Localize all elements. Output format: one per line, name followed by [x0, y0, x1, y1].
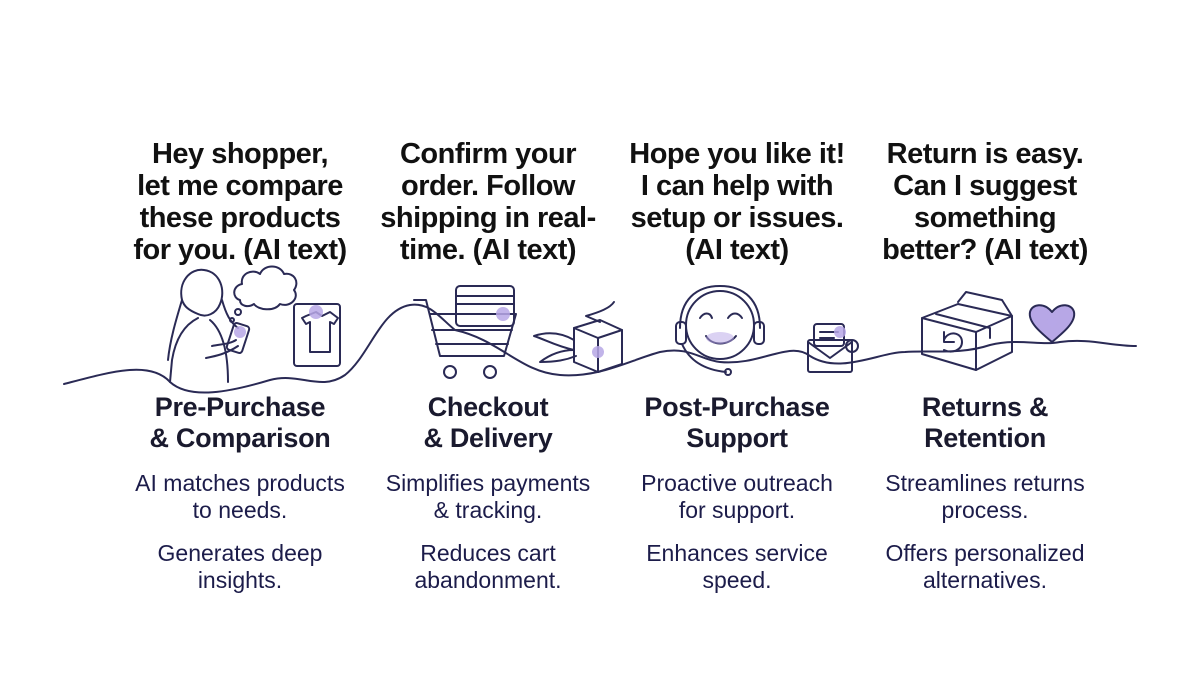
- stage-point-line: Streamlines returns: [885, 470, 1085, 496]
- stage-point: Offers personalized alternatives.: [845, 540, 1125, 594]
- ai-message-line: Hope you like it!: [629, 138, 845, 170]
- stage-point-line: to needs.: [192, 497, 288, 523]
- shirt-frame-icon: [293, 303, 341, 367]
- smiley-headset-icon: [675, 285, 765, 376]
- thought-cloud-icon: [229, 265, 298, 323]
- winged-package-icon: [533, 301, 623, 373]
- ai-message: Return is easy. Can I suggest something …: [845, 138, 1125, 266]
- stage-point-line: Offers personalized: [885, 540, 1085, 566]
- ai-message-line: Return is easy.: [886, 138, 1084, 170]
- stage-title: Post-Purchase Support: [597, 392, 877, 454]
- ai-message-line: Hey shopper,: [151, 138, 329, 170]
- return-box-icon: [921, 291, 1013, 371]
- stage-title: Pre-Purchase & Comparison: [100, 392, 380, 454]
- ai-message: Hey shopper, let me compare these produc…: [100, 138, 380, 266]
- stage-title-line: Post-Purchase: [644, 392, 830, 422]
- ai-message-line: time. (AI text): [399, 234, 577, 266]
- stage-title: Checkout & Delivery: [348, 392, 628, 454]
- ai-message-line: Confirm your: [399, 138, 577, 170]
- ai-message-line: these products: [139, 202, 341, 234]
- stage-point: Proactive outreach for support.: [597, 470, 877, 524]
- stage-title-line: Support: [686, 423, 788, 453]
- ai-message-line: better? (AI text): [882, 234, 1088, 266]
- stage-point-line: abandonment.: [414, 567, 562, 593]
- ai-message-line: Can I suggest: [893, 170, 1077, 202]
- stage-title-line: & Comparison: [149, 423, 331, 453]
- stage-point-line: Enhances service: [646, 540, 828, 566]
- stage-point: Reduces cart abandonment.: [348, 540, 628, 594]
- ai-message-line: order. Follow: [401, 170, 575, 202]
- ai-message-line: for you. (AI text): [133, 234, 347, 266]
- stage-point: Generates deep insights.: [100, 540, 380, 594]
- stage-point-line: for support.: [678, 497, 796, 523]
- journey-line: [63, 303, 1137, 394]
- stage-point-line: Generates deep: [157, 540, 323, 566]
- stage-point-line: speed.: [702, 567, 772, 593]
- stage-point-line: & tracking.: [433, 497, 543, 523]
- ai-message-line: let me compare: [137, 170, 343, 202]
- ai-message: Hope you like it! I can help with setup …: [597, 138, 877, 266]
- stage-point-line: AI matches products: [135, 470, 345, 496]
- shopper-with-phone-icon: [167, 268, 251, 383]
- stage-point-line: Proactive outreach: [641, 470, 833, 496]
- stage-point: Simplifies payments & tracking.: [348, 470, 628, 524]
- stage-point: Enhances service speed.: [597, 540, 877, 594]
- stage-title-line: Pre-Purchase: [154, 392, 326, 422]
- stage-point-line: Reduces cart: [420, 540, 556, 566]
- stage-point-line: process.: [941, 497, 1029, 523]
- stage-title-line: Retention: [924, 423, 1046, 453]
- stage-title-line: Returns &: [921, 392, 1049, 422]
- stage-point-line: Simplifies payments: [385, 470, 591, 496]
- ai-message-line: shipping in real-: [380, 202, 596, 234]
- stage-title-line: Checkout: [427, 392, 549, 422]
- ai-message-line: something: [913, 202, 1057, 234]
- stage-point: Streamlines returns process.: [845, 470, 1125, 524]
- ai-message-line: (AI text): [685, 234, 789, 266]
- stage-title: Returns & Retention: [845, 392, 1125, 454]
- ai-message-line: I can help with: [640, 170, 834, 202]
- stage-title-line: & Delivery: [423, 423, 553, 453]
- stage-point-line: alternatives.: [922, 567, 1047, 593]
- ai-message-line: setup or issues.: [630, 202, 844, 234]
- stage-point: AI matches products to needs.: [100, 470, 380, 524]
- ai-message: Confirm your order. Follow shipping in r…: [348, 138, 628, 266]
- envelope-icon: [807, 323, 859, 373]
- stage-point-line: insights.: [197, 567, 283, 593]
- accent-highlights: [234, 305, 1057, 358]
